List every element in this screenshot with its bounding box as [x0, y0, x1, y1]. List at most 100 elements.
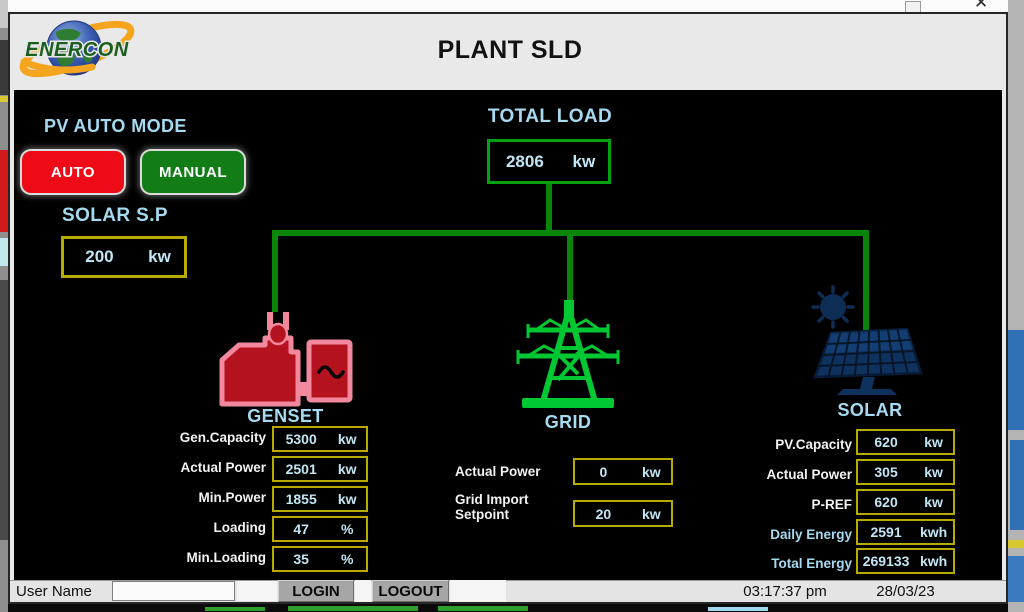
solar-row-label: Total Energy: [771, 556, 852, 571]
footer-segment: [450, 580, 506, 602]
left-sliver-fragment: [0, 0, 8, 28]
clock-date: 28/03/23: [876, 583, 935, 600]
right-sliver-fragment: [1008, 330, 1024, 430]
grid-row-unit: kw: [642, 505, 661, 522]
genset-row-value-box: 47%: [272, 516, 368, 542]
grid-row-label: Actual Power: [455, 464, 541, 479]
connector-genset-drop: [272, 230, 278, 325]
bottom-sliver-fragment: [288, 606, 418, 611]
grid-row-unit: kw: [642, 463, 661, 480]
solar-sp-label: SOLAR S.P: [62, 205, 169, 226]
genset-caption: GENSET: [247, 406, 324, 426]
left-sliver-fragment: [0, 96, 8, 102]
total-load-value-box: 2806 kw: [487, 139, 611, 184]
auto-button[interactable]: AUTO: [22, 151, 124, 193]
genset-row-value-box: 5300 kw: [272, 426, 368, 452]
connector-total-load: [546, 184, 552, 232]
grid-row-value-box: 0 kw: [573, 458, 673, 485]
pv-auto-mode-label: PV AUTO MODE: [44, 116, 187, 136]
right-sliver-fragment: [1010, 440, 1024, 530]
genset-row-unit: kw: [337, 431, 357, 447]
total-load-unit: kw: [572, 151, 596, 171]
genset-row-value: 5300: [285, 431, 317, 447]
user-name-label: User Name: [16, 583, 92, 600]
footer-segment: [355, 580, 371, 602]
left-sliver-fragment: [0, 150, 8, 232]
grid-tower-icon: [516, 300, 620, 408]
user-name-input[interactable]: [112, 581, 235, 601]
solar-row-value: 269133: [862, 553, 910, 569]
bottom-sliver-fragment: [438, 606, 528, 611]
page-title: PLANT SLD: [437, 36, 583, 64]
solar-row-label: PV.Capacity: [775, 437, 852, 452]
connector-solar-drop: [863, 230, 869, 338]
background-window-titlebar: ✕: [8, 0, 1008, 12]
manual-button[interactable]: MANUAL: [142, 151, 244, 193]
genset-icon: [219, 312, 353, 407]
maximize-icon[interactable]: [905, 1, 921, 12]
grid-row-value: 0: [599, 463, 608, 480]
grid-caption: GRID: [544, 412, 592, 432]
right-sliver-fragment: [1008, 556, 1024, 602]
solar-row-label: Daily Energy: [770, 527, 852, 542]
left-sliver-fragment: [0, 280, 8, 540]
solar-row-value-box: 305 kw: [856, 459, 955, 485]
background-window-right-sliver: [1008, 0, 1024, 612]
clock-time: 03:17:37 pm: [743, 583, 827, 600]
solar-panel-icon: [811, 285, 923, 395]
bottom-sliver-fragment: [708, 607, 768, 611]
genset-row-value-box: 1855 kw: [272, 486, 368, 512]
genset-row-label: Gen.Capacity: [179, 430, 266, 445]
solar-row-unit: kw: [924, 464, 943, 480]
genset-row-unit: %: [340, 551, 354, 567]
background-window-left-sliver: [0, 0, 8, 612]
solar-row-value: 305: [874, 464, 898, 480]
solar-row-unit: kw: [924, 494, 943, 510]
genset-row-label: Actual Power: [180, 460, 266, 475]
solar-row-value-box: 269133 kwh: [856, 548, 955, 574]
genset-row-unit: %: [340, 521, 354, 537]
footer-segment: [237, 581, 277, 601]
solar-sp-unit: kw: [148, 247, 171, 266]
enercon-logo: ENERCON: [19, 20, 135, 78]
sun-icon: [811, 285, 855, 329]
solar-row-value-box: 620 kw: [856, 489, 955, 515]
solar-row-unit: kwh: [919, 553, 948, 569]
genset-row-value: 1855: [285, 491, 317, 507]
genset-row-unit: kw: [337, 461, 357, 477]
grid-row-value: 20: [595, 505, 612, 522]
genset-row-label: Loading: [213, 520, 267, 535]
bottom-sliver-fragment: [205, 607, 265, 611]
connector-grid-drop: [567, 230, 573, 312]
grid-import-setpoint-box[interactable]: 20 kw: [573, 500, 673, 527]
solar-row-value: 2591: [870, 524, 902, 540]
close-icon[interactable]: ✕: [974, 0, 989, 12]
solar-sp-value-box[interactable]: 200 kw: [61, 236, 187, 278]
solar-row-value-box: 2591 kwh: [856, 519, 955, 545]
background-window-bottom-sliver: [8, 604, 1008, 612]
right-sliver-fragment: [1008, 540, 1024, 548]
solar-row-unit: kwh: [919, 524, 948, 540]
genset-row-value: 35: [293, 551, 309, 567]
grid-row-label: Grid Import Setpoint: [455, 492, 529, 522]
genset-row-unit: kw: [337, 491, 357, 507]
left-sliver-fragment: [0, 238, 8, 266]
solar-row-unit: kw: [924, 434, 943, 450]
genset-row-value: 2501: [285, 461, 317, 477]
solar-sp-value: 200: [85, 247, 114, 266]
genset-row-value-box: 2501 kw: [272, 456, 368, 482]
logout-button[interactable]: LOGOUT: [372, 580, 449, 602]
solar-caption: SOLAR: [837, 400, 903, 420]
genset-row-value: 47: [293, 521, 309, 537]
total-load-label: TOTAL LOAD: [487, 106, 613, 127]
total-load-value: 2806: [505, 151, 544, 171]
genset-row-label: Min.Power: [198, 490, 266, 505]
solar-row-value: 620: [874, 494, 898, 510]
solar-row-label: P-REF: [811, 497, 853, 512]
svg-text:ENERCON: ENERCON: [25, 39, 129, 61]
left-sliver-fragment: [0, 40, 8, 95]
solar-row-label: Actual Power: [766, 467, 852, 482]
login-button[interactable]: LOGIN: [278, 580, 354, 602]
